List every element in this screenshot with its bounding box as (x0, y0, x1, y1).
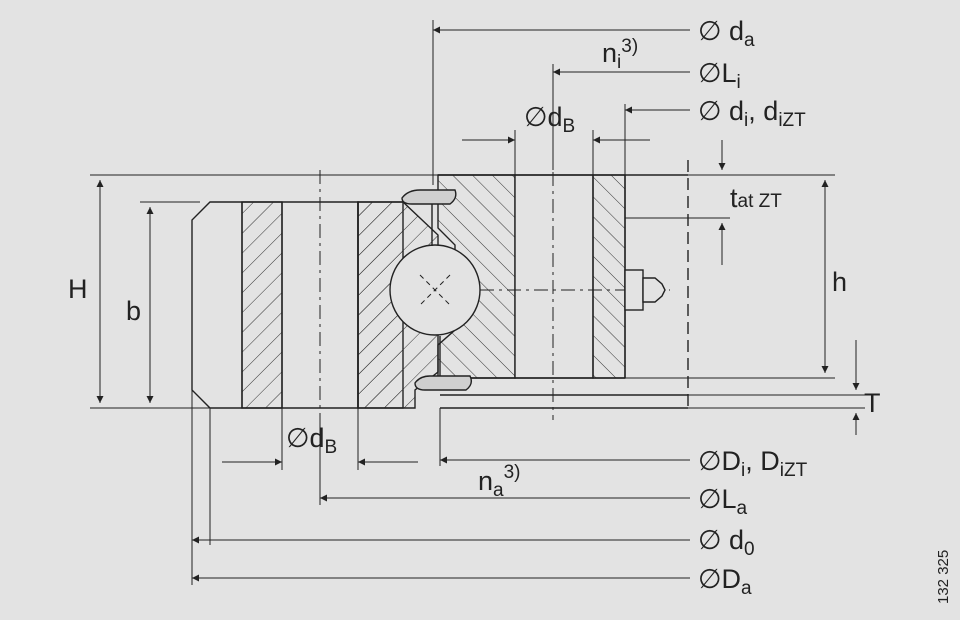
dimension-labels: ∅ da ni3) ∅Li ∅ di, diZT ∅dB tat ZT h H … (68, 16, 881, 599)
label-h: h (832, 267, 847, 297)
label-ni: ni3) (602, 36, 638, 73)
dimension-lines (90, 20, 865, 585)
label-b: b (126, 296, 141, 326)
outer-ring (191, 201, 439, 409)
rolling-ball (389, 244, 670, 336)
seals (401, 189, 473, 391)
label-Di: ∅Di, DiZT (698, 446, 808, 481)
lubrication-nipple (624, 269, 666, 311)
label-d0: ∅ d0 (698, 525, 755, 560)
label-dB-top: ∅dB (524, 102, 575, 137)
label-na: na3) (478, 462, 521, 501)
label-T: T (864, 388, 881, 418)
mounting-hole-centerlines (319, 145, 554, 420)
label-da: ∅ da (698, 16, 755, 51)
label-di: ∅ di, diZT (698, 96, 806, 131)
label-dB-bottom: ∅dB (286, 423, 337, 458)
label-La: ∅La (698, 484, 748, 519)
label-Li: ∅Li (698, 58, 741, 93)
label-Da: ∅Da (698, 564, 752, 599)
label-H: H (68, 274, 88, 304)
label-tat: tat ZT (730, 183, 782, 213)
figure-number: 132 325 (935, 550, 952, 604)
